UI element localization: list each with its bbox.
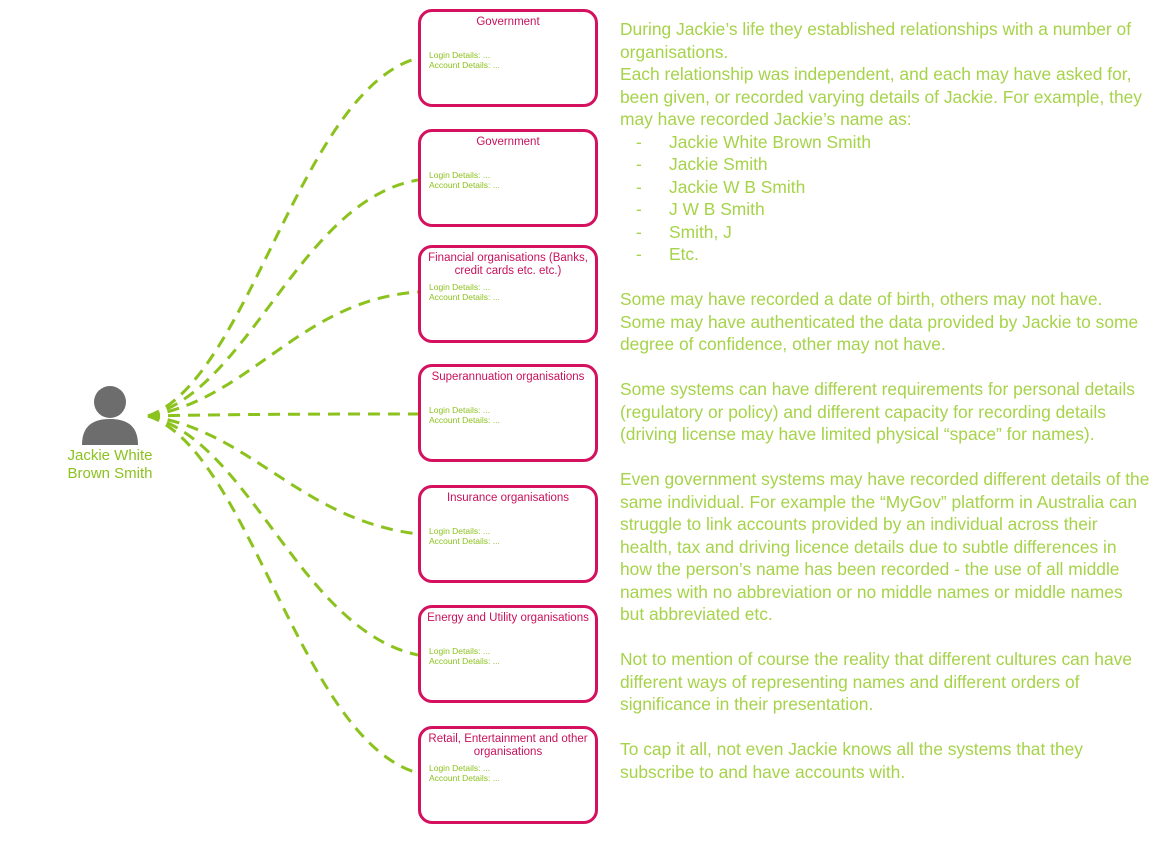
org-title: Government xyxy=(476,136,540,148)
login-details: Login Details: ... xyxy=(429,405,490,415)
org-title: Retail, Entertainment and other organisa… xyxy=(428,733,588,758)
org-box-retail: Retail, Entertainment and other organisa… xyxy=(418,726,598,824)
login-details: Login Details: ... xyxy=(429,282,490,292)
org-details: Login Details: ... Account Details: ... xyxy=(421,526,595,546)
org-box-energy: Energy and Utility organisations Login D… xyxy=(418,605,598,703)
intro-paragraph-1: During Jackie’s life they established re… xyxy=(620,19,1132,62)
list-item: -Jackie White Brown Smith xyxy=(636,131,871,152)
person-name: Jackie White Brown Smith xyxy=(55,447,165,483)
org-title: Financial organisations (Banks, credit c… xyxy=(428,252,588,277)
person-figure xyxy=(60,385,160,447)
connector-government-2 xyxy=(147,178,419,418)
list-item: -Jackie Smith xyxy=(636,154,768,174)
person-icon xyxy=(82,386,138,445)
account-details: Account Details: ... xyxy=(429,415,500,425)
person-name-line1: Jackie White xyxy=(67,447,153,464)
intro-paragraph-2: Each relationship was independent, and e… xyxy=(620,64,1142,129)
account-details: Account Details: ... xyxy=(429,656,500,666)
org-details: Login Details: ... Account Details: ... xyxy=(421,646,595,666)
connector-energy xyxy=(147,414,419,657)
name-variants-list: -Jackie White Brown Smith -Jackie Smith … xyxy=(620,131,1150,266)
list-item: -Jackie W B Smith xyxy=(636,176,806,197)
dob-paragraph: Some may have recorded a date of birth, … xyxy=(620,289,1139,354)
org-box-superannuation: Superannuation organisations Login Detai… xyxy=(418,364,598,462)
connector-superannuation xyxy=(147,412,419,418)
account-details: Account Details: ... xyxy=(429,773,500,783)
login-details: Login Details: ... xyxy=(429,170,490,180)
list-item: -J W B Smith xyxy=(636,199,765,219)
description-text: During Jackie’s life they established re… xyxy=(620,18,1150,783)
list-item: -Etc. xyxy=(636,244,699,264)
login-details: Login Details: ... xyxy=(429,646,490,656)
systems-paragraph: Some systems can have different requirem… xyxy=(620,379,1135,444)
org-details: Login Details: ... Account Details: ... xyxy=(421,763,595,783)
org-details: Login Details: ... Account Details: ... xyxy=(421,405,595,425)
government-paragraph: Even government systems may have recorde… xyxy=(620,469,1150,624)
login-details: Login Details: ... xyxy=(429,50,490,60)
org-title: Energy and Utility organisations xyxy=(427,612,589,624)
account-details: Account Details: ... xyxy=(429,536,500,546)
org-box-government-2: Government Login Details: ... Account De… xyxy=(418,129,598,227)
org-box-insurance: Insurance organisations Login Details: .… xyxy=(418,485,598,583)
connector-government-1 xyxy=(147,56,419,418)
login-details: Login Details: ... xyxy=(429,526,490,536)
org-title: Insurance organisations xyxy=(446,492,570,504)
org-details: Login Details: ... Account Details: ... xyxy=(421,282,595,302)
account-details: Account Details: ... xyxy=(429,292,500,302)
org-box-government-1: Government Login Details: ... Account De… xyxy=(418,9,598,107)
person-name-line2: Brown Smith xyxy=(67,465,153,482)
connector-insurance xyxy=(147,414,419,536)
login-details: Login Details: ... xyxy=(429,763,490,773)
connector-financial xyxy=(147,290,419,418)
org-details: Login Details: ... Account Details: ... xyxy=(421,50,595,70)
org-box-financial: Financial organisations (Banks, credit c… xyxy=(418,245,598,343)
cap-paragraph: To cap it all, not even Jackie knows all… xyxy=(620,739,1084,782)
connector-retail xyxy=(147,414,419,775)
list-item: -Smith, J xyxy=(636,221,732,242)
account-details: Account Details: ... xyxy=(429,180,500,190)
org-details: Login Details: ... Account Details: ... xyxy=(421,170,595,190)
account-details: Account Details: ... xyxy=(429,60,500,70)
cultures-paragraph: Not to mention of course the reality tha… xyxy=(620,649,1133,714)
org-title: Government xyxy=(476,16,540,28)
org-title: Superannuation organisations xyxy=(431,371,585,383)
